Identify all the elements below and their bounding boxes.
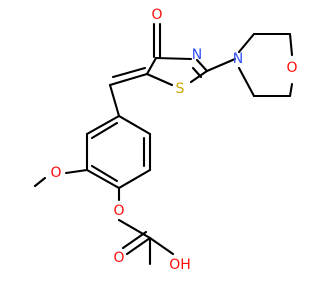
bond-n3-c2: [195, 58, 209, 73]
bond-ar1-ar2-inner: [90, 121, 119, 140]
bonds: [33, 22, 294, 266]
atom-labels: O N S N O O O O OH: [50, 7, 297, 273]
bond-s1-c5: [145, 72, 174, 87]
morpholine-nitrogen-label: N: [233, 51, 243, 67]
bond-o-ch2: [117, 218, 152, 240]
bond-c4-n3: [154, 56, 193, 61]
thiazole-nitrogen-label: N: [192, 47, 202, 63]
morpholine-oxygen-label: O: [286, 60, 297, 76]
methoxy-oxygen-label: O: [50, 165, 61, 181]
bond-c-o-carbonyl-double: [121, 230, 148, 250]
bond-morph-4: [288, 82, 294, 98]
structure-diagram: O N S N O O O O OH: [33, 7, 298, 273]
ether-oxygen-label: O: [113, 203, 124, 219]
bond-morph-6: [237, 66, 256, 98]
bond-ar3-ar4: [85, 168, 121, 190]
bond-c4-c5: [145, 56, 158, 76]
molecule-drawing: O N S N O O O O OH: [33, 7, 298, 273]
sulfur-label: S: [176, 81, 185, 97]
bond-ar3-ar4-inner: [90, 164, 119, 183]
bond-o-methyl: [33, 176, 47, 188]
bond-c5-ch-double: [111, 66, 147, 79]
bond-morph-3: [288, 32, 294, 57]
bond-ar3-o-methoxy: [64, 168, 89, 175]
bond-c-oh: [148, 236, 175, 256]
bond-ch-aryl: [108, 83, 121, 118]
bond-ar6-ar1: [117, 114, 152, 136]
bond-c2-n-morpholine: [205, 57, 237, 73]
bond-c5-ch: [108, 72, 149, 87]
ketone-oxygen-label: O: [151, 7, 162, 23]
hydroxyl-label: OH: [169, 257, 191, 273]
bond-morph-1: [237, 32, 256, 54]
bond-c2-s1: [189, 69, 209, 84]
bond-ar1-ar2: [85, 114, 121, 136]
bond-c-o-carbonyl: [125, 236, 152, 256]
bond-ar4-ar5: [117, 168, 152, 190]
carbonyl-oxygen-label: O: [113, 250, 124, 266]
